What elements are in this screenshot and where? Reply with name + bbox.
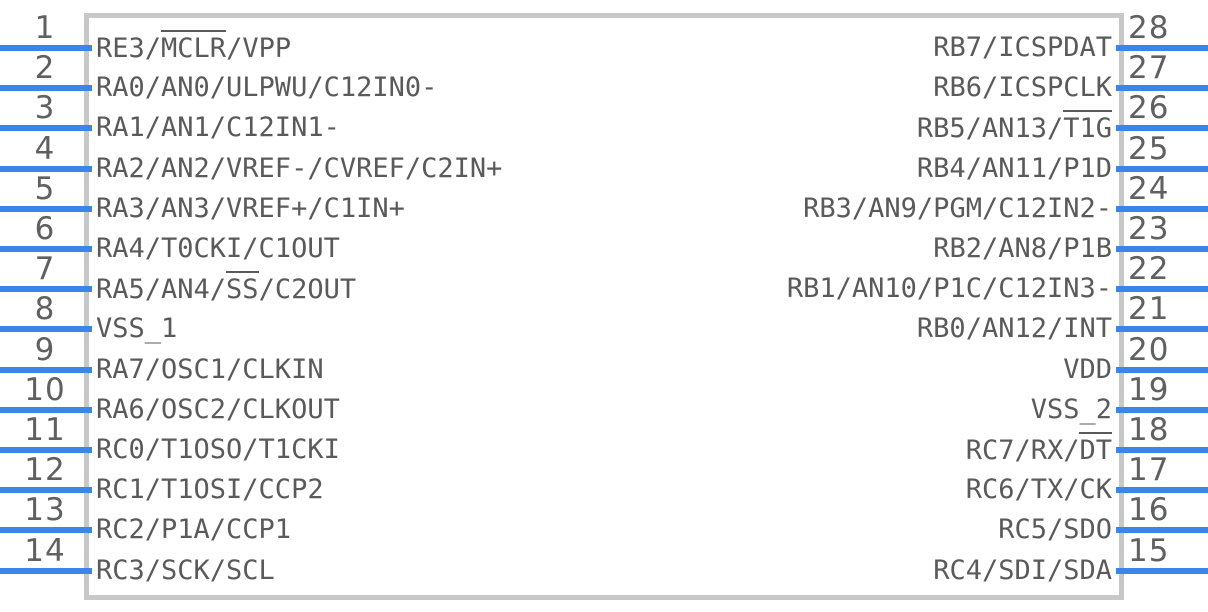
- pin-number-16: 16: [1128, 492, 1170, 529]
- pin-number-23: 23: [1128, 211, 1170, 247]
- pin-number-21: 21: [1128, 291, 1170, 328]
- pin-label-27: RB6/ICSPCLK: [933, 72, 1112, 104]
- pin-wire-4[interactable]: [0, 165, 92, 172]
- pin-label-26: RB5/AN13/T1G: [917, 110, 1112, 146]
- pin-wire-9[interactable]: [0, 366, 92, 373]
- pin-wire-5[interactable]: [0, 205, 92, 212]
- pin-number-1: 1: [34, 10, 56, 46]
- pin-label-5: RA3/AN3/VREF+/C1IN+: [96, 192, 405, 224]
- pin-wire-19[interactable]: [1116, 406, 1208, 413]
- pin-label-8: VSS_1: [96, 313, 178, 345]
- pin-number-24: 24: [1128, 170, 1170, 207]
- pin-wire-10[interactable]: [0, 406, 92, 413]
- pin-number-2: 2: [34, 50, 56, 87]
- pin-wire-3[interactable]: [0, 125, 92, 132]
- pin-label-4: RA2/AN2/VREF-/CVREF/C2IN+: [96, 152, 503, 184]
- pin-wire-14[interactable]: [0, 567, 92, 574]
- pin-number-22: 22: [1128, 251, 1170, 288]
- pin-label-12: RC1/T1OSI/CCP2: [96, 474, 324, 506]
- pin-label-9: RA7/OSC1/CLKIN: [96, 353, 324, 385]
- pin-number-20: 20: [1128, 331, 1170, 368]
- pin-label-1: RE3/MCLR/VPP: [96, 30, 291, 66]
- pin-label-10: RA6/OSC2/CLKOUT: [96, 393, 340, 425]
- pin-wire-15[interactable]: [1116, 567, 1208, 574]
- pin-label-11: RC0/T1OSO/T1CKI: [96, 434, 340, 465]
- pin-label-23: RB2/AN8/P1B: [933, 233, 1112, 264]
- pin-number-27: 27: [1128, 50, 1170, 87]
- pin-label-19: VSS_2: [1030, 393, 1112, 425]
- pin-label-6: RA4/T0CKI/C1OUT: [96, 233, 340, 264]
- pin-wire-2[interactable]: [0, 85, 92, 92]
- pin-wire-20[interactable]: [1116, 366, 1208, 373]
- pin-label-28: RB7/ICSPDAT: [933, 32, 1112, 63]
- pin-wire-16[interactable]: [1116, 527, 1208, 534]
- active-low-overline: MCLR: [161, 30, 227, 66]
- pin-wire-26[interactable]: [1116, 125, 1208, 132]
- pin-wire-8[interactable]: [0, 326, 92, 333]
- pin-number-3: 3: [34, 90, 56, 127]
- pin-wire-11[interactable]: [0, 447, 92, 453]
- pin-wire-6[interactable]: [0, 246, 92, 252]
- active-low-overline: DT: [1079, 432, 1112, 468]
- pin-number-8: 8: [34, 291, 56, 328]
- pin-label-17: RC6/TX/CK: [965, 474, 1112, 506]
- pin-number-18: 18: [1128, 412, 1170, 448]
- pin-label-14: RC3/SCK/SCL: [96, 554, 275, 586]
- pin-number-25: 25: [1128, 130, 1170, 167]
- pin-label-21: RB0/AN12/INT: [916, 313, 1112, 345]
- pin-wire-28[interactable]: [1116, 45, 1208, 51]
- pin-wire-25[interactable]: [1116, 165, 1208, 172]
- pin-number-17: 17: [1128, 452, 1170, 489]
- pin-label-15: RC4/SDI/SDA: [933, 554, 1112, 586]
- pin-wire-23[interactable]: [1116, 246, 1208, 252]
- pin-number-9: 9: [34, 331, 56, 368]
- pin-number-5: 5: [34, 170, 56, 207]
- pin-label-3: RA1/AN1/C12IN1-: [96, 112, 340, 144]
- pin-label-18: RC7/RX/DT: [966, 432, 1112, 468]
- active-low-overline: SS: [226, 271, 259, 307]
- pin-number-12: 12: [24, 452, 66, 489]
- pin-label-24: RB3/AN9/PGM/C12IN2-: [803, 192, 1112, 224]
- pin-wire-12[interactable]: [0, 487, 92, 494]
- pin-number-4: 4: [34, 130, 56, 167]
- pin-number-19: 19: [1128, 371, 1170, 408]
- pin-label-2: RA0/AN0/ULPWU/C12IN0-: [96, 72, 438, 104]
- pin-wire-18[interactable]: [1116, 447, 1208, 453]
- pin-number-13: 13: [24, 492, 66, 529]
- pin-number-11: 11: [24, 412, 66, 448]
- pin-number-26: 26: [1128, 90, 1170, 127]
- pin-label-7: RA5/AN4/SS/C2OUT: [96, 271, 356, 307]
- chip-body-outline: [84, 13, 1124, 600]
- pin-number-7: 7: [34, 251, 56, 288]
- pin-number-14: 14: [24, 532, 66, 569]
- pin-wire-21[interactable]: [1116, 326, 1208, 333]
- pin-label-22: RB1/AN10/P1C/C12IN3-: [786, 273, 1112, 305]
- pin-label-20: VDD: [1063, 353, 1112, 385]
- pin-number-15: 15: [1128, 532, 1170, 569]
- pin-wire-27[interactable]: [1116, 85, 1208, 92]
- pin-number-10: 10: [24, 371, 66, 408]
- active-low-overline: T1G: [1063, 110, 1112, 146]
- pin-label-13: RC2/P1A/CCP1: [96, 514, 292, 546]
- pin-label-25: RB4/AN11/P1D: [916, 152, 1112, 184]
- pin-wire-7[interactable]: [0, 286, 92, 293]
- pin-wire-24[interactable]: [1116, 205, 1208, 212]
- pin-label-16: RC5/SDO: [998, 514, 1112, 546]
- pin-wire-17[interactable]: [1116, 487, 1208, 494]
- pin-wire-22[interactable]: [1116, 286, 1208, 293]
- pin-number-6: 6: [34, 211, 56, 247]
- pin-wire-1[interactable]: [0, 45, 92, 51]
- pin-number-28: 28: [1128, 10, 1170, 46]
- pin-wire-13[interactable]: [0, 527, 92, 534]
